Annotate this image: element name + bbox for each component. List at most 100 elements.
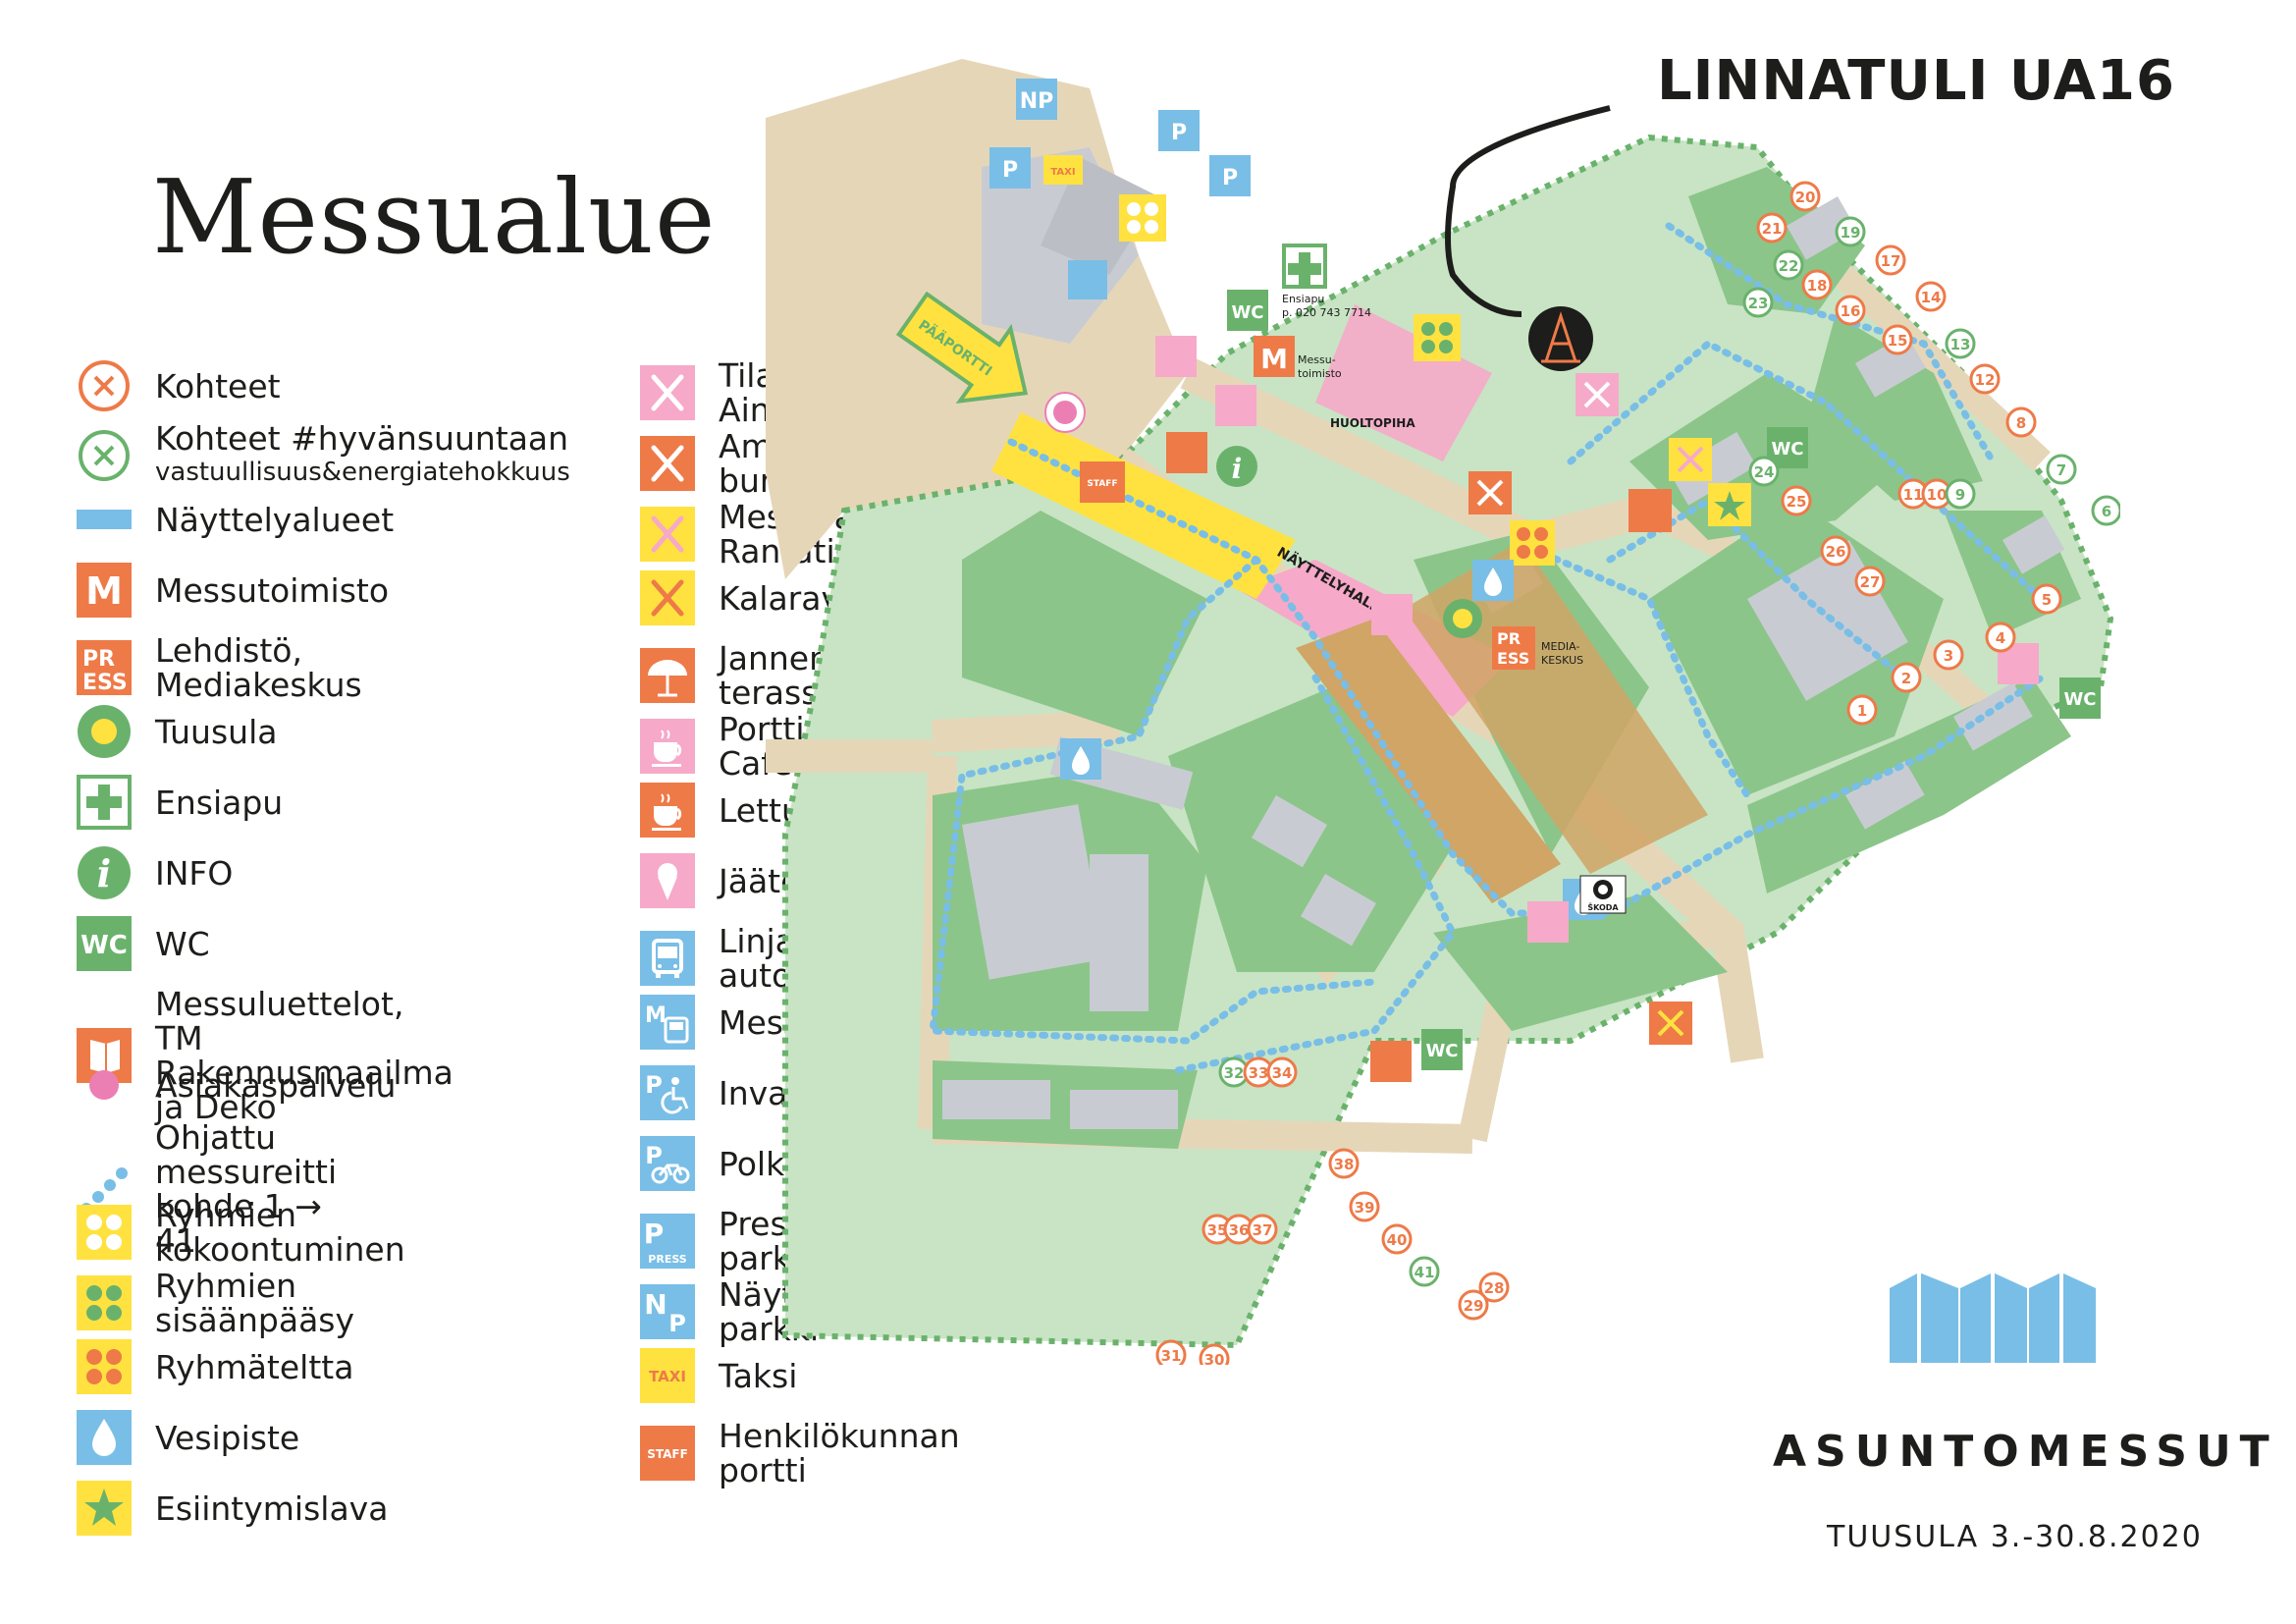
site-number: 18	[1807, 277, 1828, 295]
svg-text:Ensiapu: Ensiapu	[1282, 293, 1324, 305]
site-number: 12	[1975, 371, 1996, 389]
site-number: 15	[1888, 332, 1908, 350]
site-pin	[1875, 244, 1906, 276]
ice-cream-icon	[640, 853, 695, 908]
site-pin	[1478, 1272, 1510, 1303]
plot-block	[1806, 314, 1983, 501]
legend-item-nayttelyalueet: Näyttelyalueet	[77, 492, 394, 547]
legend-label: Ryhmien sisäänpääsy	[155, 1267, 355, 1339]
site-pin	[1985, 622, 2016, 653]
staff-gate-icon	[1080, 461, 1125, 503]
svg-text:TAXI: TAXI	[1050, 167, 1075, 178]
svg-text:M: M	[85, 569, 123, 613]
site-pin	[1328, 1148, 1360, 1179]
legend-label: Asiakaspalvelu	[155, 1065, 397, 1105]
legend-label: Taksi	[719, 1356, 798, 1395]
group-meeting-icon	[77, 1205, 132, 1260]
site-pin	[1781, 485, 1812, 516]
taxi-icon	[1043, 155, 1083, 185]
restaurant-pink-icon	[640, 365, 695, 420]
site-number: 33	[1249, 1064, 1269, 1082]
bicycle-parking-icon	[1209, 155, 1251, 196]
svg-text:P: P	[1171, 121, 1187, 145]
site-pin	[1247, 1214, 1278, 1245]
site-pin	[1891, 662, 1922, 693]
svg-text:toimisto: toimisto	[1298, 367, 1342, 380]
legend-sublabel: vastuullisuus&energiatehokkuus	[155, 458, 570, 487]
legend-item-vesipiste: Vesipiste	[77, 1410, 299, 1465]
site-number: 17	[1881, 252, 1901, 270]
site-number: 37	[1253, 1221, 1273, 1239]
svg-text:Messu-: Messu-	[1298, 353, 1336, 366]
site-number: 19	[1841, 224, 1861, 242]
site-number: 32	[1224, 1064, 1245, 1082]
site-number: 3	[1944, 647, 1953, 665]
wc-icon: WC	[77, 916, 132, 971]
fair-boundary	[782, 134, 2114, 1349]
legend-label: Lehdistö, Mediakeskus	[155, 631, 362, 704]
svg-text:WC: WC	[2063, 689, 2096, 710]
legend-label: Tuusula	[155, 712, 278, 751]
site-number: 10	[1927, 486, 1948, 504]
site-number: 1	[1857, 702, 1867, 720]
cafe-orange-icon	[1370, 1041, 1412, 1082]
site-number: 5	[2042, 591, 2052, 609]
svg-text:p. 020 743 7714: p. 020 743 7714	[1282, 306, 1371, 319]
site-pin	[2091, 495, 2120, 526]
site-number: 16	[1841, 302, 1861, 320]
site-number: 25	[1787, 493, 1807, 511]
first-aid-cross-icon	[77, 775, 132, 830]
svg-text:MEDIA-: MEDIA-	[1541, 640, 1579, 653]
site-pin	[1756, 212, 1788, 244]
svg-text:M: M	[645, 1003, 667, 1028]
svg-text:KESKUS: KESKUS	[1541, 654, 1583, 667]
svg-text:ESS: ESS	[82, 671, 128, 695]
bus-icon	[640, 931, 695, 986]
legend-label: WC	[155, 924, 210, 963]
legend-item-messureitti: Ohjattu messureitti kohde 1 → 41	[77, 1120, 337, 1258]
legend-label: Messuluettelot, TM Rakennusmaailma ja De…	[155, 985, 454, 1126]
site-pin	[1969, 363, 2001, 395]
site-number: 6	[2102, 503, 2111, 520]
fair-area-map: PÄÄPORTTI NÄYTTELYHALLI HUOLTOPIHA NP P …	[766, 59, 2120, 1365]
site-number: 31	[1161, 1347, 1182, 1365]
site-number: 2	[1901, 670, 1911, 687]
site-pin	[1349, 1191, 1380, 1222]
svg-text:PR: PR	[1497, 629, 1521, 648]
umbrella-terrace-icon	[640, 648, 695, 703]
group-tent-icon	[77, 1339, 132, 1394]
taxi-icon: TAXI	[640, 1348, 695, 1403]
site-number: 27	[1860, 573, 1881, 591]
legend-label: Ohjattu messureitti kohde 1 → 41	[155, 1118, 338, 1260]
water-drop-icon	[77, 1410, 132, 1465]
site-number: 14	[1921, 289, 1942, 306]
group-tent-icon	[1510, 520, 1555, 566]
messutoimisto-m-icon: M	[77, 563, 132, 618]
site-number: 30	[1204, 1351, 1225, 1365]
parking-roundabout	[1041, 157, 1158, 275]
site-pin	[1820, 535, 1851, 567]
cafe-pink-icon	[1155, 336, 1197, 377]
site-pin	[1882, 324, 1913, 355]
svg-text:M: M	[1260, 343, 1288, 375]
site-number: 22	[1779, 257, 1799, 275]
stage-star-icon	[77, 1481, 132, 1536]
legend-item-wc: WC WC	[77, 916, 210, 971]
site-number: 21	[1762, 220, 1783, 238]
cafe-orange-icon	[640, 783, 695, 838]
site-pin	[2046, 454, 2077, 485]
callout-line	[1445, 105, 1611, 317]
catalogue-book-icon	[1166, 432, 1207, 473]
legend-item-tuusula: Tuusula	[77, 704, 277, 759]
messutoimisto-m-icon	[1254, 336, 1295, 377]
restaurant-yellow-icon	[640, 507, 695, 562]
site-number: 23	[1748, 295, 1769, 312]
site-number: 28	[1484, 1279, 1505, 1297]
legend-item-messuluettelot: Messuluettelot, TM Rakennusmaailma ja De…	[77, 987, 454, 1124]
svg-text:WC: WC	[1231, 302, 1263, 323]
wc-icon	[1421, 1029, 1463, 1070]
legend-item-esiintymislava: Esiintymislava	[77, 1481, 388, 1536]
